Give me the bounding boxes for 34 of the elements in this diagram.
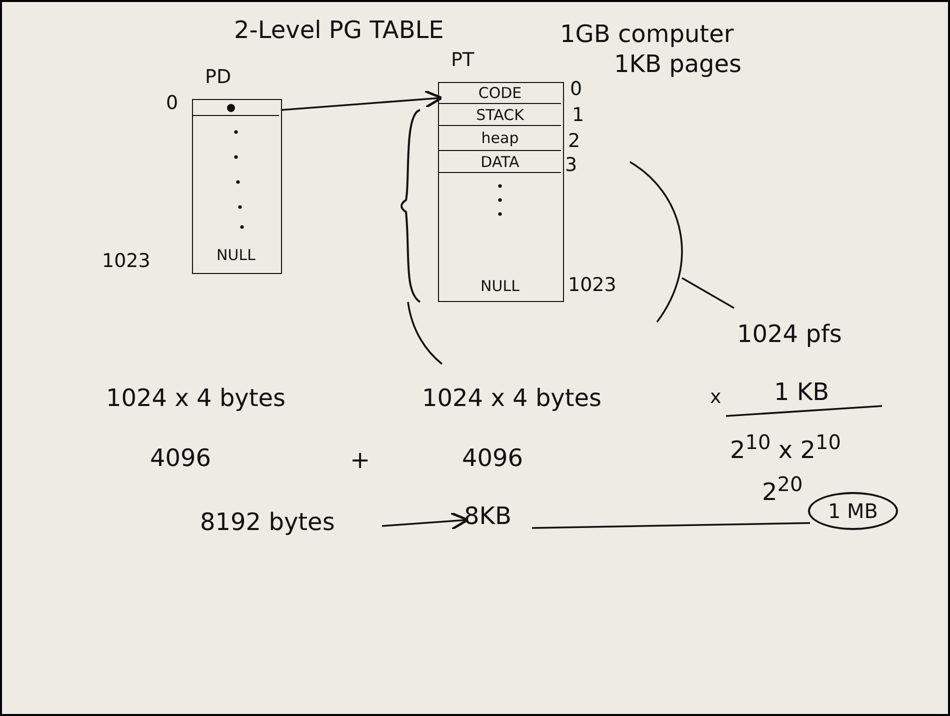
operator: +	[350, 446, 370, 474]
connecting-line	[532, 522, 810, 529]
row-index: 1023	[102, 250, 150, 272]
calculation: 2$^{20}$	[762, 472, 803, 506]
table-row: NULL	[439, 273, 561, 299]
circled-text: 1 MB	[808, 492, 898, 530]
handwritten-text: 8KB	[464, 496, 530, 536]
table-row: STACK	[439, 104, 561, 126]
note: 1024 pfs	[737, 320, 842, 348]
handwritten-text: 8192 bytes	[200, 502, 380, 542]
row-index: 0	[166, 92, 178, 114]
row-index: 1023	[568, 274, 616, 296]
table-row: heap	[439, 126, 561, 151]
calculation: 1024 x 4 bytes	[106, 384, 286, 412]
calculation: 1024 x 4 bytes	[422, 384, 602, 412]
note: 1 KB	[774, 378, 830, 406]
table-row: CODE	[439, 83, 561, 104]
arrow	[280, 90, 443, 111]
row-index: 0	[570, 78, 582, 100]
table-heading: PD	[205, 66, 232, 88]
note: 1GB computer	[560, 20, 734, 48]
row-index: 1	[572, 104, 584, 126]
table-row: NULL	[193, 240, 279, 271]
operator: x	[710, 386, 722, 408]
table-row: DATA	[439, 151, 561, 173]
calculation: 2$^{10}$ x 2$^{10}$	[730, 430, 841, 464]
row-index: 3	[565, 154, 578, 176]
table-heading: PT	[451, 49, 474, 71]
row-index: 2	[568, 130, 580, 152]
note: 1KB pages	[614, 50, 742, 78]
calculation: 4096	[150, 444, 212, 472]
title: 2-Level PG TABLE	[234, 16, 444, 44]
arrow	[382, 512, 469, 530]
calculation: 4096	[462, 444, 524, 472]
